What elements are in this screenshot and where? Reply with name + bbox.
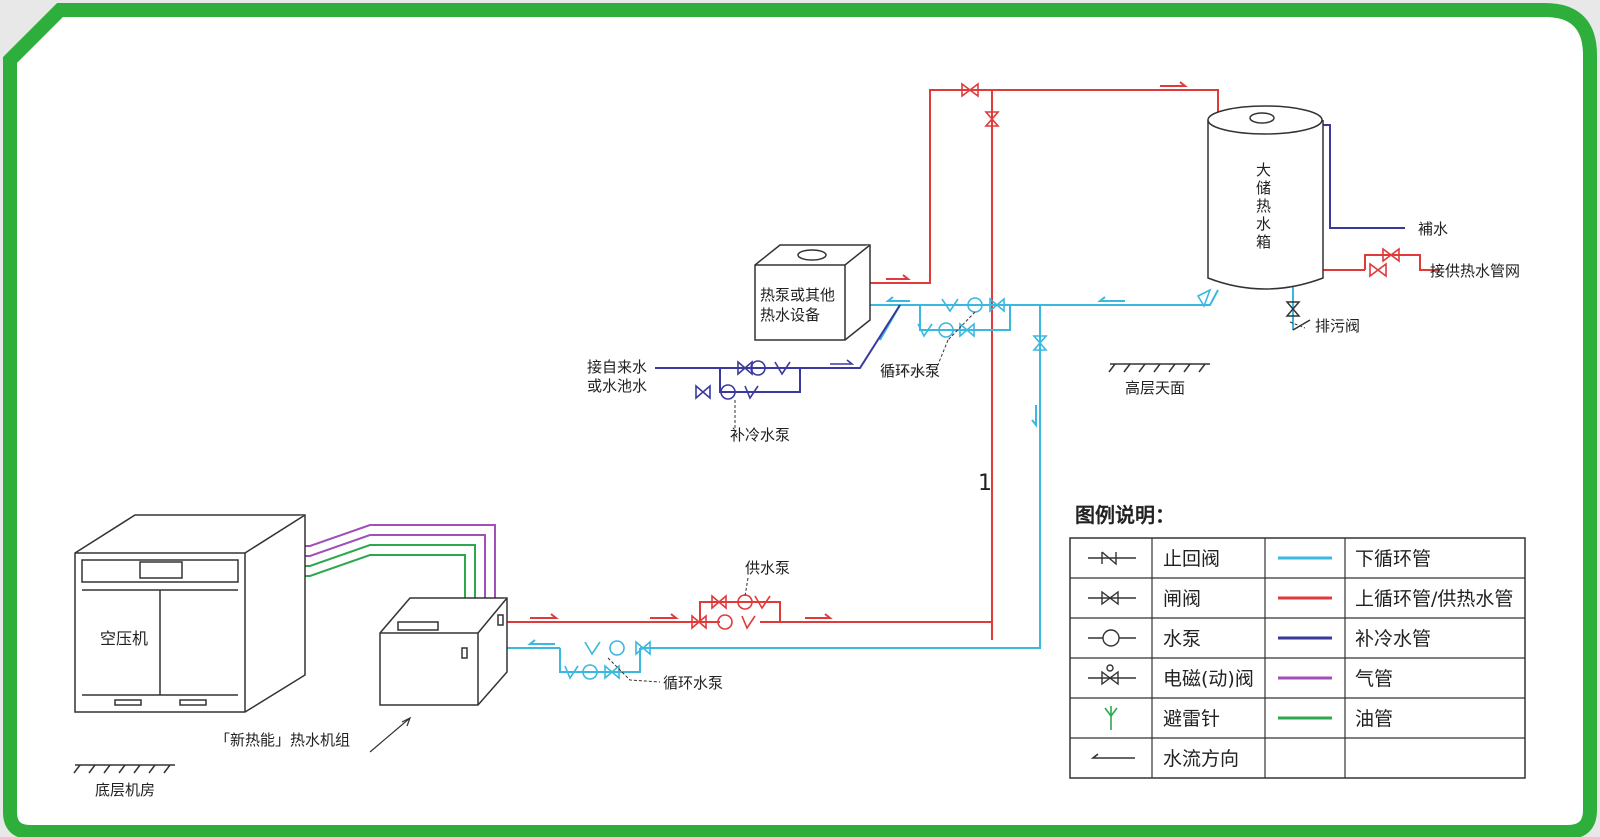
supply-net-valves-icon — [1369, 247, 1400, 278]
solenoid-valve-icon — [1088, 664, 1136, 686]
navy-pipes — [655, 124, 1405, 393]
legend-label-solenoid: 电磁(动)阀 — [1163, 668, 1254, 690]
refill-label: 補水 — [1418, 220, 1448, 238]
drain-valve-label: 排污阀 — [1315, 317, 1360, 335]
check-valve-icon — [1088, 551, 1136, 566]
flow-label-up: 1 — [978, 471, 992, 496]
legend-line-label-down: 下循环管 — [1355, 548, 1431, 570]
top-gate-valve-icon — [961, 82, 1000, 127]
leader-lines — [607, 311, 1306, 683]
tap-water-label-1: 接自来水 — [587, 358, 647, 376]
flow-direction-icon — [1090, 753, 1135, 759]
unit-pointer-arrow — [369, 716, 412, 753]
legend-label-check-valve: 止回阀 — [1163, 548, 1220, 570]
drain-valve-icon — [1285, 301, 1311, 331]
legend-title: 图例说明： — [1075, 503, 1175, 527]
circ-pump-upper-label: 循环水泵 — [880, 362, 940, 380]
makeup-pump-label: 补冷水泵 — [730, 426, 790, 444]
air-compressor — [74, 514, 306, 713]
hot-water-unit — [379, 597, 508, 706]
circ-pump-lower-label: 循环水泵 — [663, 674, 723, 692]
tank-label: 大 储 热 水 箱 — [1256, 161, 1271, 251]
basement-label: 底层机房 — [95, 781, 155, 799]
basement-ground-symbol — [73, 764, 175, 774]
compressor-label: 空压机 — [100, 629, 148, 648]
pump-icon — [1088, 629, 1136, 647]
storage-tank — [1207, 105, 1324, 290]
blue-pipes — [500, 285, 1294, 673]
legend-line-samples — [1278, 556, 1332, 720]
svg-text:热: 热 — [1256, 197, 1271, 215]
red-flow-arrows — [530, 81, 1188, 619]
tap-water-label-2: 或水池水 — [587, 377, 647, 395]
legend-label-gate-valve: 闸阀 — [1163, 588, 1201, 610]
lightning-rod-icon — [1104, 706, 1118, 730]
heat-source-unit — [754, 244, 871, 341]
legend-line-label-up: 上循环管/供热水管 — [1355, 588, 1513, 610]
legend-line-label-air: 气管 — [1355, 668, 1393, 690]
unit-name-label: 「新热能」热水机组 — [215, 731, 350, 749]
legend-line-label-makeup: 补冷水管 — [1355, 628, 1431, 650]
svg-text:储: 储 — [1256, 179, 1271, 197]
supply-pump-label: 供水泵 — [745, 559, 790, 577]
makeup-pump-icons — [695, 359, 855, 400]
supply-pump-icons — [691, 594, 771, 630]
heat-source-label-2: 热水设备 — [760, 306, 820, 324]
gate-valve-icon — [1088, 590, 1136, 606]
lower-circ-pump-icons — [564, 640, 651, 680]
svg-text:大: 大 — [1256, 161, 1271, 179]
upper-circ-pump-icons — [917, 288, 1212, 351]
blue-flow-arrows — [527, 296, 1125, 645]
legend-label-flow-dir: 水流方向 — [1163, 748, 1239, 770]
svg-text:水: 水 — [1256, 215, 1271, 233]
red-pipes — [505, 89, 1440, 640]
legend-line-label-oil: 油管 — [1355, 708, 1393, 730]
legend: 图例说明： — [1069, 503, 1526, 779]
legend-label-lightning: 避雷针 — [1163, 708, 1220, 730]
roof-label: 高层天面 — [1125, 379, 1185, 397]
svg-text:箱: 箱 — [1256, 233, 1271, 251]
supply-net-label: 接供热水管网 — [1430, 262, 1520, 280]
heat-source-label-1: 热泵或其他 — [760, 286, 835, 304]
roof-ground-symbol — [1108, 363, 1210, 373]
legend-label-pump: 水泵 — [1163, 628, 1201, 650]
